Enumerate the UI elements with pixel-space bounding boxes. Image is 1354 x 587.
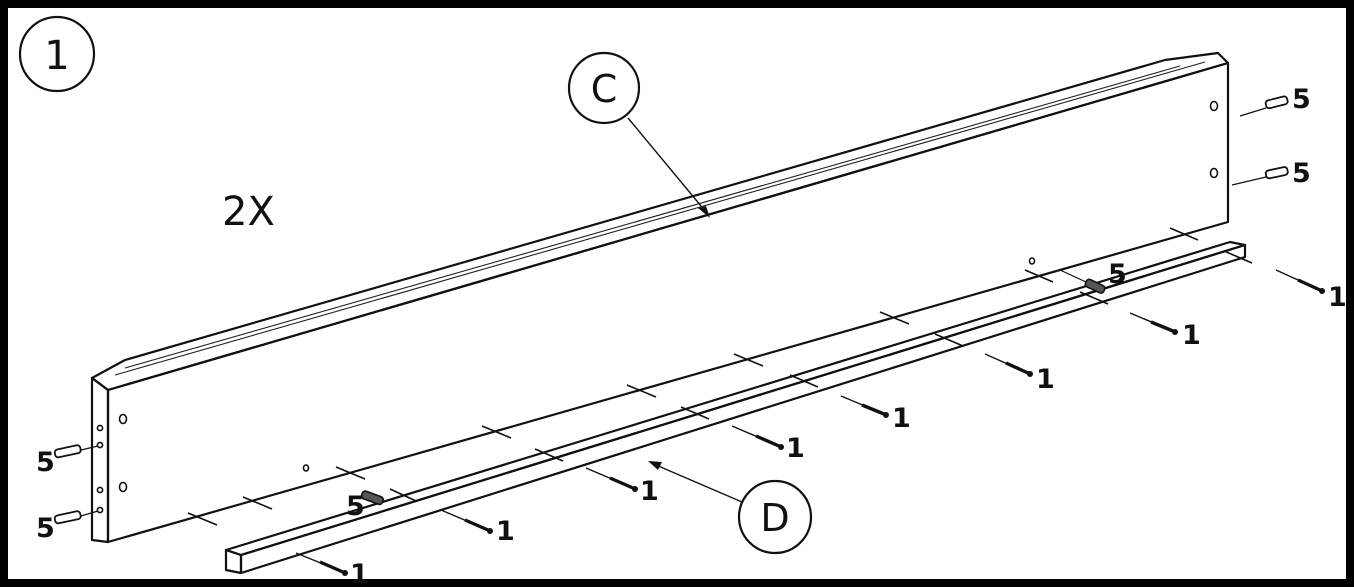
dowel-label: 5 — [1108, 259, 1127, 290]
face-hole — [1209, 167, 1219, 179]
screw — [840, 395, 889, 418]
screw — [1275, 269, 1325, 294]
screws — [295, 269, 1325, 576]
screw-label: 1 — [1328, 282, 1347, 313]
dowel-right-lower — [1231, 166, 1289, 186]
panel-c-top-line — [124, 65, 1181, 369]
callout-c-leader — [627, 117, 707, 213]
face-hole — [118, 481, 128, 493]
callout-d-circle — [737, 479, 813, 555]
callout-c-arrowhead — [698, 206, 710, 218]
dowels — [53, 95, 1289, 525]
callout-d: D — [648, 461, 813, 555]
dowel-label: 5 — [1292, 158, 1311, 189]
dowel-right-upper — [1239, 95, 1289, 117]
screw — [440, 509, 493, 534]
dowel-label: 5 — [36, 513, 55, 544]
end-hole — [96, 424, 104, 432]
screw-label: 1 — [640, 476, 659, 507]
screw-label: 1 — [892, 403, 911, 434]
screw — [585, 467, 638, 492]
screw — [984, 353, 1033, 377]
panel-c-end-face — [90, 376, 110, 544]
screw — [295, 552, 348, 576]
end-hole — [96, 506, 104, 514]
callout-c-circle — [567, 51, 641, 125]
callout-c-letter: C — [591, 67, 618, 111]
quantity-label: 2X — [222, 189, 275, 235]
face-hole — [1209, 100, 1219, 112]
face-hole — [118, 413, 128, 425]
dowel-rail-left — [360, 490, 384, 506]
alignment-dashes — [187, 227, 1253, 526]
screw — [731, 425, 784, 450]
end-hole — [96, 441, 104, 449]
rail-d — [224, 240, 1247, 575]
face-hole — [302, 464, 310, 472]
dowel-label: 5 — [36, 447, 55, 478]
screw-label: 1 — [1182, 320, 1201, 351]
step-badge: 1 — [18, 15, 96, 93]
step-number: 1 — [44, 33, 69, 79]
dowel-label: 5 — [346, 491, 365, 522]
callout-d-leader — [655, 464, 743, 503]
dowel-label: 5 — [1292, 84, 1311, 115]
callout-d-arrowhead — [648, 461, 662, 470]
screw-label: 1 — [350, 559, 369, 587]
end-hole — [96, 486, 104, 494]
screw-label: 1 — [786, 433, 805, 464]
screw-label: 1 — [1036, 364, 1055, 395]
rail-d-end-face — [224, 548, 243, 575]
panel-c-groove-line — [114, 61, 1206, 376]
screw-label: 1 — [496, 516, 515, 547]
callout-d-letter: D — [760, 496, 789, 540]
face-hole — [1028, 257, 1036, 265]
dowel-left-lower — [53, 510, 99, 525]
dowel-rail-right — [1059, 269, 1106, 294]
panel-c — [90, 51, 1230, 544]
screw — [1129, 312, 1178, 335]
callout-c: C — [567, 51, 710, 218]
step-circle — [18, 15, 96, 93]
dowel-left-upper — [53, 444, 99, 459]
